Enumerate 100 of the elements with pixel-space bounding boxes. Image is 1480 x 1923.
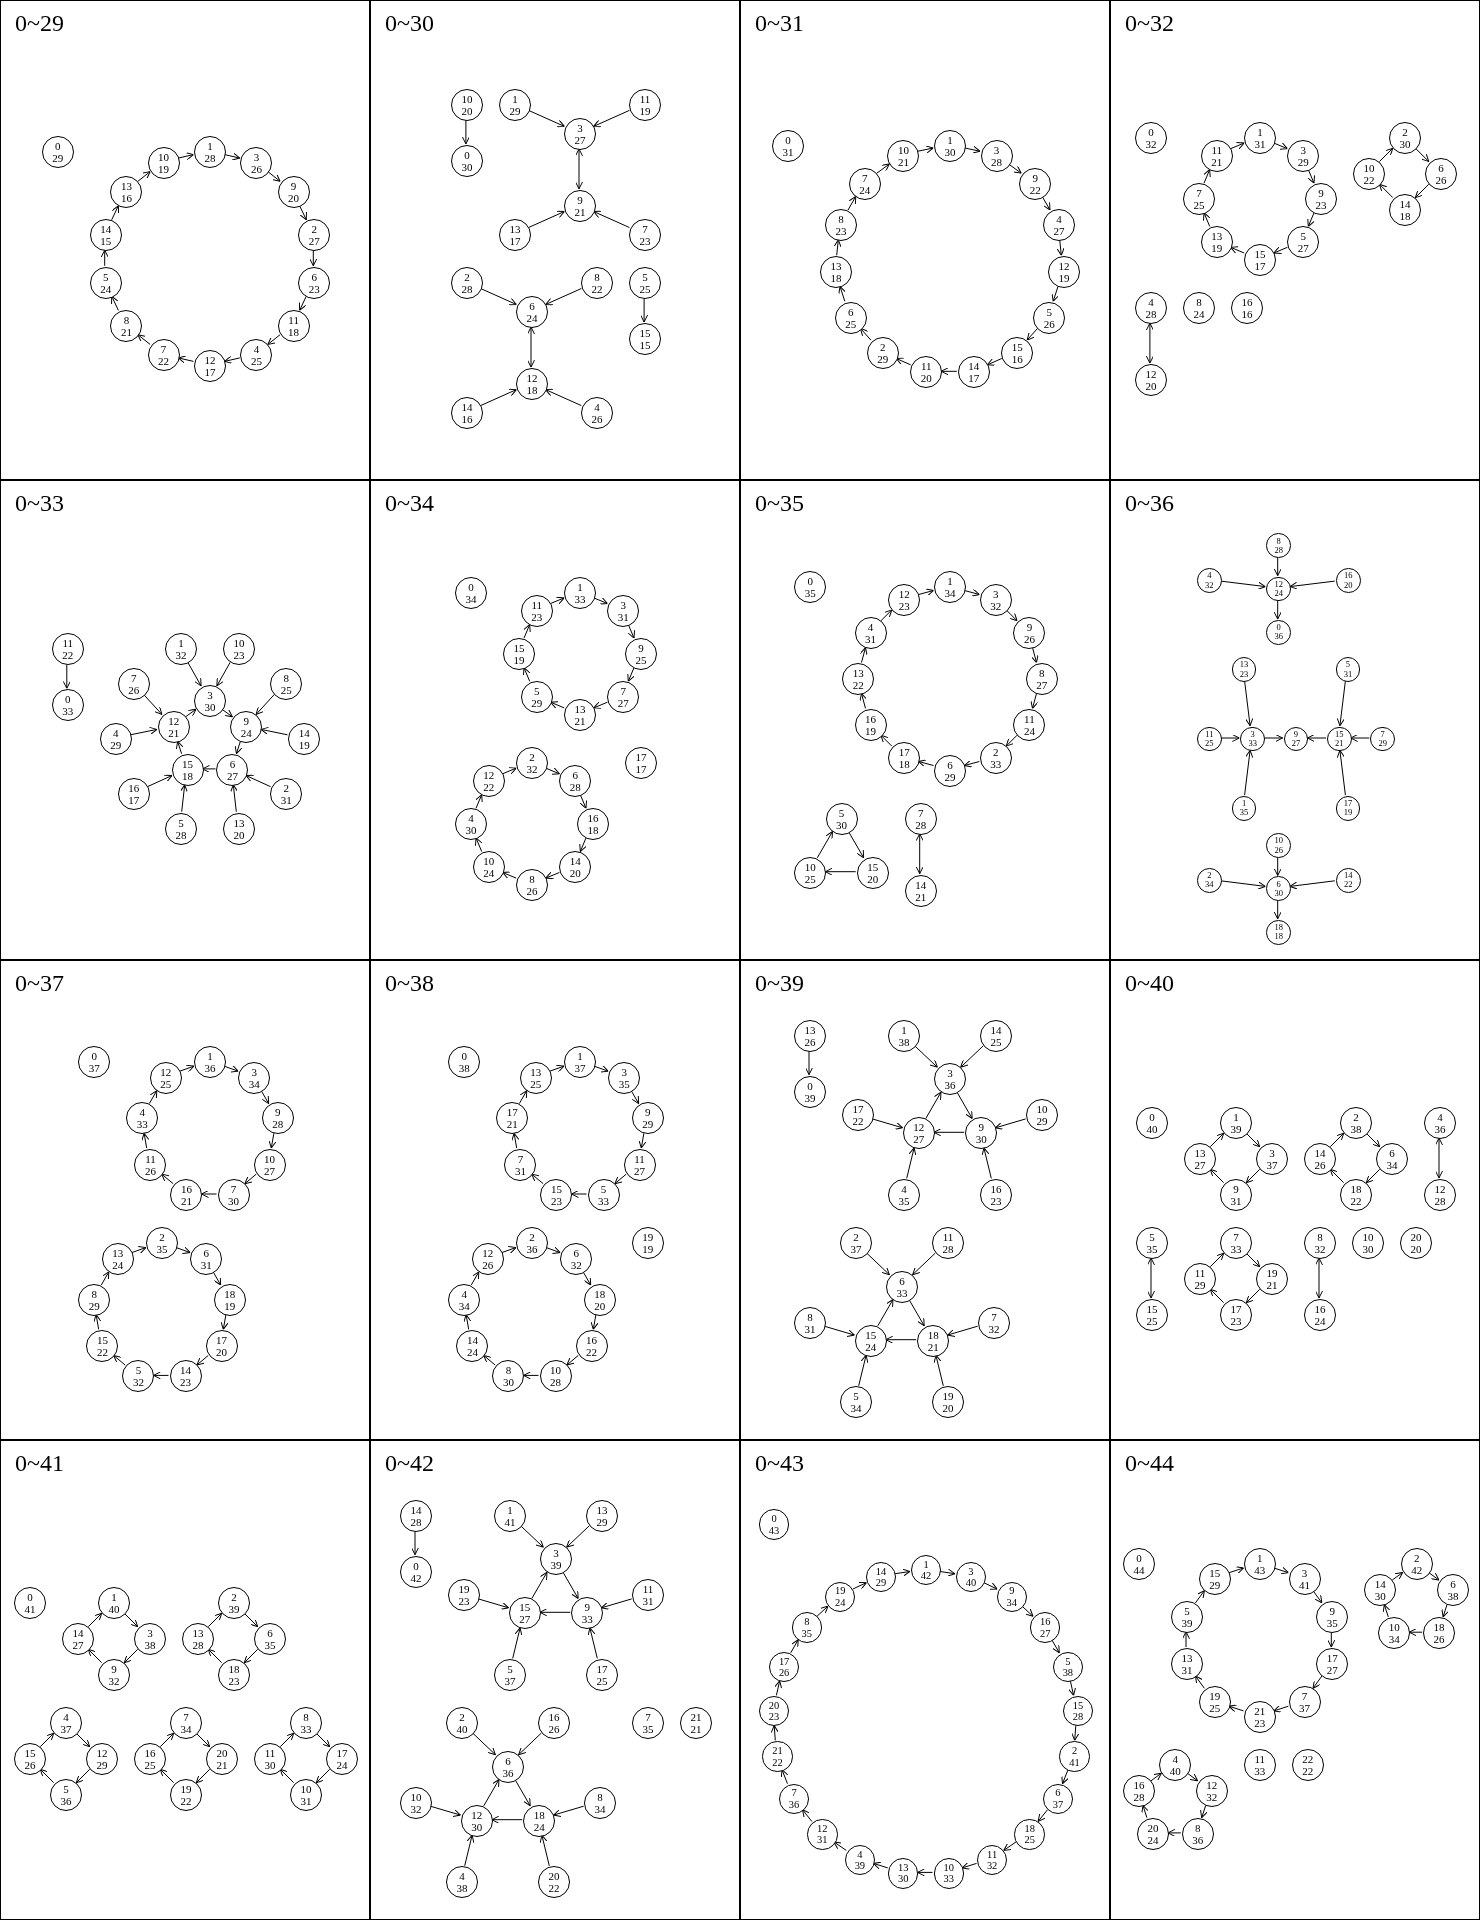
node-number: 37 <box>1266 1159 1278 1171</box>
node-number: 17 <box>509 235 521 247</box>
node-number: 32 <box>1205 580 1214 590</box>
graph-node <box>147 146 180 179</box>
graph-node <box>842 1099 874 1132</box>
node-number: 18 <box>830 272 842 285</box>
node-number: 4 <box>113 727 119 739</box>
node-number: 23 <box>458 1595 470 1608</box>
node-number: 19 <box>1058 272 1070 285</box>
node-number: 21 <box>690 1711 702 1723</box>
table-cell <box>740 480 1110 960</box>
node-number: 28 <box>550 1376 561 1389</box>
node-number: 20 <box>1147 1821 1159 1834</box>
node-number: 24 <box>834 1596 846 1609</box>
arrow <box>159 1732 175 1748</box>
node-number: 25 <box>160 1077 172 1090</box>
node-number: 12 <box>1274 579 1283 590</box>
node-number: 4 <box>468 812 474 825</box>
node-number: 8 <box>303 1711 309 1723</box>
node-number: 14 <box>298 727 310 739</box>
graph-node <box>623 1148 656 1181</box>
node-number: 17 <box>635 763 647 775</box>
graph-node <box>1198 1562 1231 1595</box>
graph-node <box>1335 796 1361 821</box>
node-number: 8 <box>91 1287 98 1300</box>
graph-node <box>448 1579 480 1612</box>
node-number: 23 <box>308 282 320 295</box>
node-number: 26 <box>1435 173 1447 186</box>
graph-node <box>1123 1775 1155 1808</box>
arrow <box>1289 880 1336 890</box>
graph-node <box>625 637 658 670</box>
graph-node <box>494 1659 526 1691</box>
arrow <box>956 1091 973 1119</box>
arrow <box>1382 1604 1391 1618</box>
graph-node <box>980 139 1013 172</box>
arrow <box>464 1834 475 1867</box>
node-number: 15 <box>1254 248 1266 261</box>
node-number: 14 <box>1314 1147 1326 1159</box>
node-number: 23 <box>835 224 847 237</box>
node-number: 27 <box>308 235 320 248</box>
node-number: 33 <box>1254 1764 1266 1777</box>
node-number: 41 <box>1069 1756 1080 1768</box>
graph-node <box>190 1243 223 1276</box>
arrow <box>593 701 608 709</box>
node-number: 20 <box>594 1299 606 1312</box>
arrow <box>1209 1168 1225 1184</box>
node-number: 40 <box>965 1577 977 1589</box>
node-number: 20 <box>461 104 473 117</box>
graph-node <box>1304 1227 1336 1259</box>
arrow <box>131 1246 147 1254</box>
node-number: 28 <box>1274 545 1283 556</box>
graph-node <box>581 397 614 430</box>
graph-node <box>564 189 596 222</box>
arrow <box>224 355 241 364</box>
node-number: 21 <box>506 1118 518 1131</box>
node-number: 16 <box>1133 1779 1145 1792</box>
node-number: 26 <box>804 1035 816 1048</box>
graph-node <box>1256 1263 1288 1295</box>
arrow <box>1209 1252 1225 1268</box>
node-number: 8 <box>123 313 130 326</box>
arrow <box>93 1314 102 1330</box>
node-number: 26 <box>1023 633 1035 646</box>
node-number: 38 <box>1447 1590 1459 1603</box>
node-number: 22 <box>62 649 74 662</box>
node-number: 14 <box>915 878 927 891</box>
arrow <box>315 1732 331 1748</box>
graph-node <box>778 1783 810 1815</box>
node-number: 11 <box>531 598 543 611</box>
graph-node <box>888 1179 920 1211</box>
graph-node <box>1220 1179 1252 1211</box>
node-number: 19 <box>224 1299 236 1312</box>
node-number: 19 <box>865 724 877 737</box>
arrow <box>514 1779 531 1807</box>
node-number: 31 <box>1181 1664 1193 1677</box>
node-number: 38 <box>1350 1123 1362 1135</box>
node-number: 25 <box>1205 739 1214 749</box>
node-number: 20 <box>1410 1231 1422 1243</box>
arrow <box>185 708 197 718</box>
node-number: 15 <box>1146 1303 1158 1315</box>
node-number: 8 <box>1195 1821 1201 1834</box>
node-number: 12 <box>204 353 216 366</box>
node-number: 39 <box>1230 1123 1242 1135</box>
node-number: 13 <box>1211 230 1223 243</box>
graph-node <box>794 1075 826 1108</box>
node-number: 42 <box>920 1570 932 1582</box>
arrow <box>1273 142 1288 150</box>
node-number: 29 <box>877 352 889 365</box>
node-number: 28 <box>1434 1195 1446 1207</box>
node-number: 3 <box>1301 1566 1308 1579</box>
node-number: 10 <box>897 143 909 156</box>
node-number: 28 <box>272 1118 284 1131</box>
arrow <box>216 661 231 687</box>
node-number: 6 <box>899 1274 905 1287</box>
node-number: 36 <box>526 1243 538 1255</box>
node-number: 30 <box>503 1376 514 1389</box>
graph-node <box>976 1844 1008 1876</box>
node-number: 33 <box>598 1195 609 1207</box>
node-number: 30 <box>836 818 847 831</box>
arrow <box>964 759 980 768</box>
node-number: 6 <box>848 305 854 318</box>
